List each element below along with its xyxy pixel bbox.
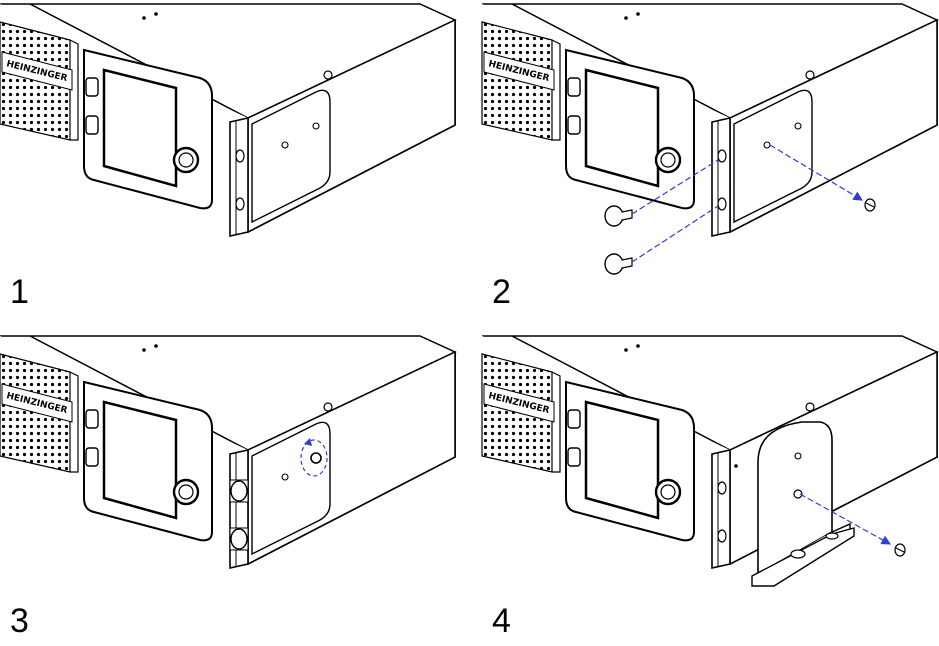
step-label-3: 3: [10, 602, 29, 640]
removed-foot-1: [604, 205, 633, 227]
step-label-4: 4: [492, 602, 511, 640]
step-label-2: 2: [492, 273, 511, 311]
screw-install-arrow: [799, 493, 892, 545]
removal-arrow-1: [631, 159, 719, 215]
step-label-1: 1: [10, 273, 29, 311]
removal-arrow-2: [631, 205, 719, 263]
removed-screw: [864, 198, 876, 212]
panel-3-device: [0, 334, 457, 570]
panel-2-device: [480, 2, 939, 275]
panel-1-device: [0, 2, 457, 238]
install-screw: [894, 543, 906, 557]
rotate-screw-indicator: [300, 438, 328, 477]
mounting-bracket: [751, 421, 855, 587]
removed-foot-2: [604, 253, 633, 275]
panel-4-device: [480, 334, 939, 587]
